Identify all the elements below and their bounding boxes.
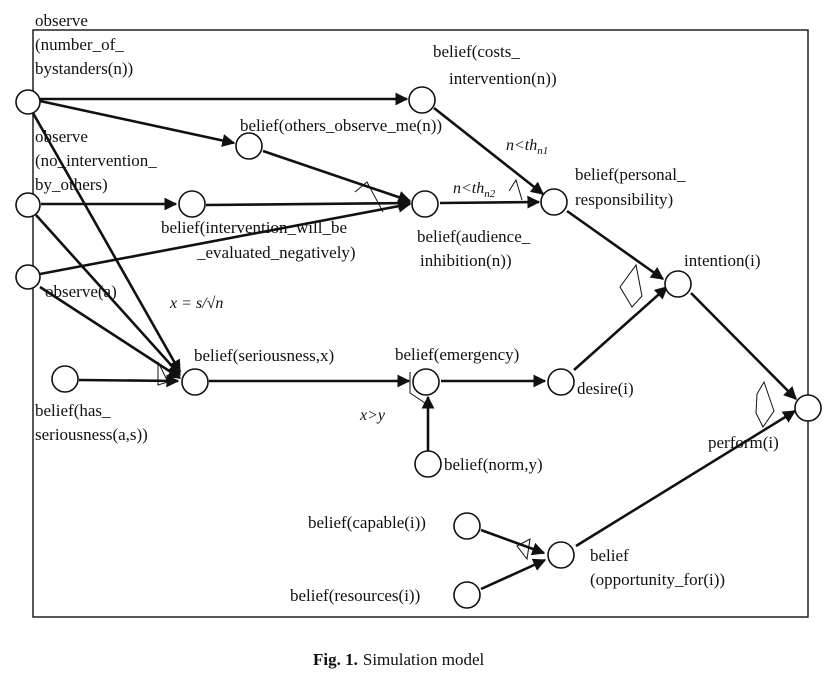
condition-n-th1: n<thn1 [506, 137, 548, 157]
and-mark-seriousness [157, 361, 169, 386]
edge-resources-to-opportunity [480, 558, 547, 591]
node-perform [794, 394, 822, 422]
edge-audience-to-personal [439, 195, 541, 209]
label-has-seriousness: belief(has_ seriousness(a,s)) [35, 401, 148, 444]
condition-x-formula: x = s/√n [169, 295, 223, 312]
node-labels: observe (number_of_ bystanders(n)) obser… [35, 11, 779, 605]
edge-evaluated-to-audience [205, 196, 412, 210]
node-observe-a [15, 264, 41, 290]
and-mark-intention [619, 263, 643, 308]
condition-x-gt-y: x>y [359, 407, 386, 424]
edge-observe-a-to-seriousness [39, 285, 182, 380]
label-intervention-evaluated: belief(intervention_will_be _evaluated_n… [161, 218, 356, 262]
label-capable: belief(capable(i)) [308, 513, 426, 532]
combination-marks [157, 178, 775, 561]
label-costs-intervention: belief(costs_ intervention(n)) [433, 42, 557, 88]
and-mark-audience [354, 181, 384, 213]
and-mark-perform [755, 380, 775, 428]
label-norm: belief(norm,y) [444, 455, 543, 474]
edge-no-intervention-to-seriousness [35, 214, 181, 376]
node-others-observe-me [235, 132, 263, 160]
label-resources: belief(resources(i)) [290, 586, 420, 605]
node-audience-inhibition [411, 190, 439, 218]
edge-desire-to-intention [573, 286, 668, 371]
node-observe-no-intervention [15, 192, 41, 218]
node-intervention-evaluated [178, 190, 206, 218]
threshold-mark-emergency [409, 372, 429, 406]
label-observe-a: observe(a) [45, 282, 117, 301]
node-opportunity [547, 541, 575, 569]
model-frame [32, 29, 809, 618]
node-costs-intervention [408, 86, 436, 114]
edge-opportunity-to-perform [575, 409, 797, 548]
label-opportunity: belief (opportunity_for(i)) [590, 546, 725, 589]
edge-intention-to-perform [690, 292, 797, 400]
condition-n-th2: n<thn2 [453, 180, 496, 200]
edge-bystanders-to-seriousness [31, 112, 182, 374]
label-emergency: belief(emergency) [395, 345, 519, 364]
label-personal-responsibility: belief(personal_ responsibility) [575, 165, 690, 209]
label-perform: perform(i) [708, 433, 779, 452]
label-observe-bystanders: observe (number_of_ bystanders(n)) [35, 11, 133, 78]
edge-others-observe-to-audience [262, 149, 412, 204]
label-observe-no-intervention: observe (no_intervention_ by_others) [35, 127, 161, 194]
label-intention: intention(i) [684, 251, 760, 270]
edges [31, 92, 797, 591]
and-mark-personal [508, 178, 523, 201]
edge-capable-to-opportunity [480, 528, 546, 556]
label-others-observe-me: belief(others_observe_me(n)) [240, 116, 442, 135]
node-desire [547, 368, 575, 396]
edge-has-seriousness-to-seriousness [78, 374, 180, 388]
node-personal-responsibility [540, 188, 568, 216]
figure-caption: Fig. 1.Simulation model [313, 650, 484, 669]
node-seriousness [181, 368, 209, 396]
label-desire: desire(i) [577, 379, 634, 398]
nodes [15, 86, 822, 609]
edge-bystanders-to-others-observe [39, 99, 236, 147]
condition-labels: n<thn1 n<thn2 x = s/√n x>y [169, 137, 548, 424]
label-seriousness: belief(seriousness,x) [194, 346, 334, 365]
node-emergency [412, 368, 440, 396]
edge-observe-a-to-audience [39, 199, 412, 276]
node-norm [414, 450, 442, 478]
node-resources [453, 581, 481, 609]
edge-personal-to-intention [566, 209, 665, 281]
node-capable [453, 512, 481, 540]
node-observe-bystanders [15, 89, 41, 115]
node-has-seriousness [51, 365, 79, 393]
and-mark-opportunity [516, 538, 531, 561]
node-intention [664, 270, 692, 298]
label-audience-inhibition: belief(audience_ inhibition(n)) [417, 227, 535, 270]
edge-costs-to-personal [433, 106, 545, 196]
